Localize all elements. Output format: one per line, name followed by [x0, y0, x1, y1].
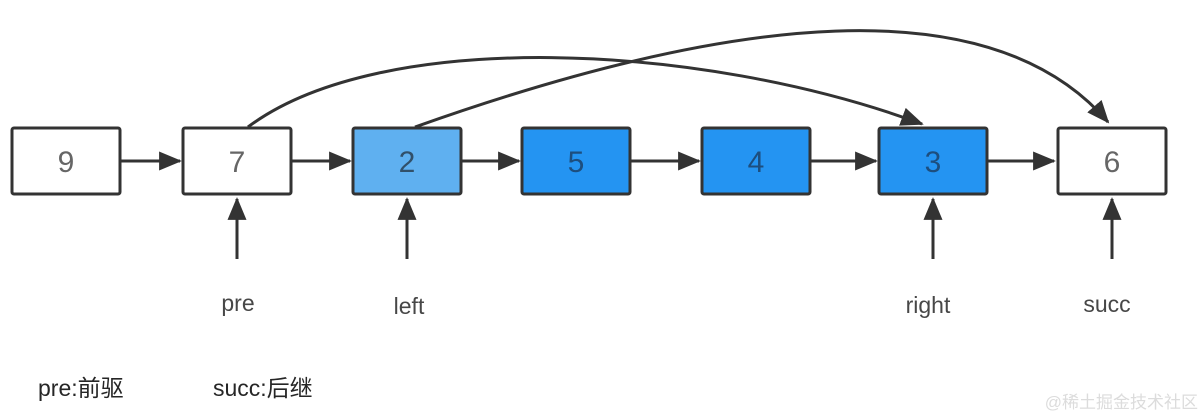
- list-node-0: 9: [10, 126, 122, 196]
- list-node-1: 7: [181, 126, 293, 196]
- node-value: 5: [568, 146, 585, 179]
- curved-arrow-pre-to-right: [247, 56, 924, 129]
- pointer-label-left: left: [394, 293, 425, 319]
- node-box: [1056, 126, 1168, 196]
- node-box: [181, 126, 293, 196]
- pointer-label-pre: pre: [221, 290, 254, 316]
- node-value: 6: [1104, 146, 1121, 179]
- node-box: [351, 126, 463, 196]
- legend-pre: pre:前驱: [38, 375, 124, 401]
- list-node-4: 4: [700, 126, 812, 196]
- node-value: 9: [58, 146, 75, 179]
- node-box: [877, 126, 989, 196]
- list-node-6: 6: [1056, 126, 1168, 196]
- curved-arrow-left-to-succ: [414, 29, 1110, 129]
- node-value: 4: [748, 146, 765, 179]
- node-box: [520, 126, 632, 196]
- node-value: 7: [229, 146, 246, 179]
- list-node-3: 5: [520, 126, 632, 196]
- node-box: [700, 126, 812, 196]
- node-value: 3: [925, 146, 942, 179]
- node-value: 2: [399, 146, 416, 179]
- watermark: @稀土掘金技术社区: [1045, 393, 1198, 412]
- legend-succ: succ:后继: [213, 375, 313, 401]
- list-node-2: 2: [351, 126, 463, 196]
- pointer-label-right: right: [906, 292, 951, 318]
- node-box: [10, 126, 122, 196]
- pointer-label-succ: succ: [1083, 291, 1130, 317]
- list-node-5: 3: [877, 126, 989, 196]
